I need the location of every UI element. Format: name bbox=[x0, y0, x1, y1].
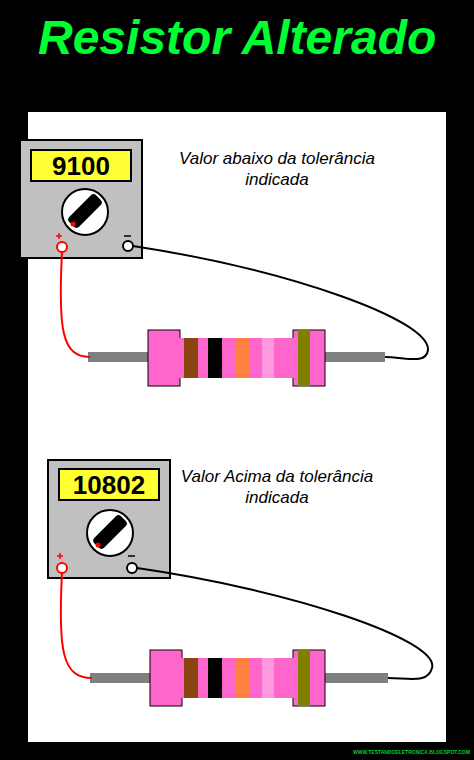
resistor-symbol bbox=[90, 650, 388, 706]
title: Resistor Alterado bbox=[38, 11, 436, 64]
annotation: Valor Acima da tolerância indicada bbox=[181, 467, 373, 507]
meter-display: 9100 bbox=[30, 149, 132, 182]
annotation: Valor abaixo da tolerância indicada bbox=[179, 149, 375, 189]
multimeter bbox=[20, 140, 142, 258]
reading-value: 10802 bbox=[73, 472, 145, 498]
reading-value: 9100 bbox=[52, 153, 110, 179]
black-probe-wire bbox=[133, 246, 428, 359]
annotation-box: Valor abaixo da tolerância indicada bbox=[172, 148, 382, 191]
black-probe-wire bbox=[137, 568, 432, 679]
resistor-symbol bbox=[88, 330, 385, 386]
watermark: WWW.TESTANDOELETRONICA.BLOGSPOT.COM bbox=[353, 749, 470, 755]
title-box: Resistor Alterado bbox=[38, 14, 436, 62]
multimeter bbox=[48, 460, 170, 578]
red-probe-wire bbox=[61, 252, 90, 357]
red-probe-wire bbox=[61, 573, 92, 678]
watermark-box: WWW.TESTANDOELETRONICA.BLOGSPOT.COM bbox=[353, 749, 470, 755]
meter-display: 10802 bbox=[58, 468, 160, 501]
annotation-box: Valor Acima da tolerância indicada bbox=[172, 466, 382, 509]
white-panel bbox=[28, 112, 446, 742]
